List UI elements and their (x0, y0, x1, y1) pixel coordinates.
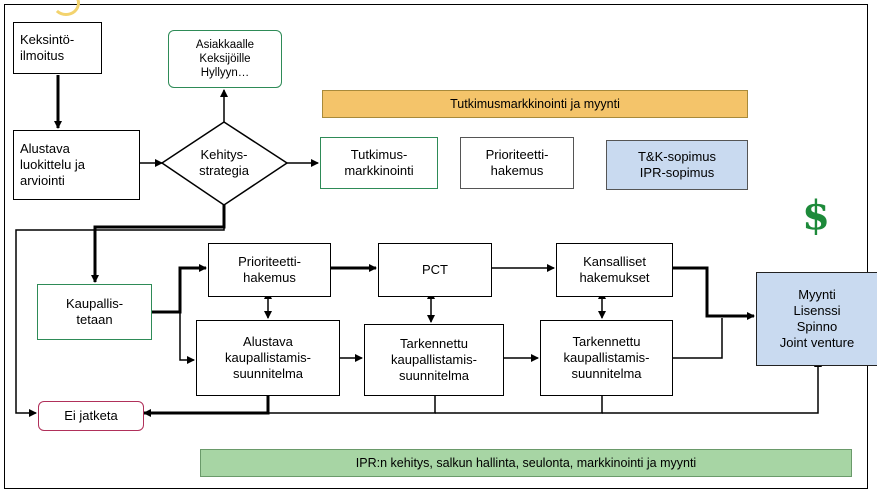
arrow-strategia-to-eijatketa (15, 205, 225, 417)
arrow-kaupallistetaan-to-alustava (179, 312, 195, 364)
node-tarkennettu-1: Tarkennettu kaupallistamis- suunnitelma (364, 324, 504, 396)
arrow-tarkennettu2-to-myynti (673, 318, 723, 359)
arrow-feedback-to-eijatketa (143, 396, 270, 417)
arrow-strategia-to-kaupallistetaan (91, 205, 226, 283)
strategy-diamond (160, 121, 289, 206)
node-asiakkaalle: Asiakkaalle Keksijöille Hyllyyn… (168, 30, 282, 88)
banner-ipr: IPR:n kehitys, salkun hallinta, seulonta… (200, 449, 852, 477)
dollar-icon: $ (802, 192, 830, 239)
arrow-kaupallistetaan-to-prioriteetti (152, 264, 207, 314)
arrow-kansalliset-to-myynti (673, 266, 755, 320)
logo-arc-icon (52, 0, 80, 16)
node-tutkimusmarkkinointi: Tutkimus- markkinointi (320, 137, 438, 189)
node-tk-sopimus: T&K-sopimus IPR-sopimus (606, 140, 748, 190)
line-tarkennettu2-feedback (435, 396, 603, 414)
node-tarkennettu-2: Tarkennettu kaupallistamis- suunnitelma (540, 320, 673, 396)
node-pct: PCT (378, 243, 492, 297)
node-ei-jatketa: Ei jatketa (38, 401, 144, 431)
node-prioriteetti: Prioriteetti- hakemus (208, 243, 331, 297)
banner-tutkimusmarkkinointi: Tutkimusmarkkinointi ja myynti (322, 90, 748, 118)
node-myynti: Myynti Lisenssi Spinno Joint venture (756, 272, 877, 366)
line-myynti-feedback (602, 359, 822, 414)
node-kehitysstrategia: Kehitys- strategia (199, 147, 249, 178)
node-alustava-kaupallistamis: Alustava kaupallistamis- suunnitelma (196, 320, 340, 396)
node-prioriteetti-top: Prioriteetti- hakemus (460, 137, 574, 189)
node-kansalliset: Kansalliset hakemukset (556, 243, 673, 297)
node-kaupallistetaan: Kaupallis- tetaan (37, 284, 152, 340)
node-alustava-luokittelu: Alustava luokittelu ja arviointi (13, 130, 140, 200)
node-keksinto: Keksintö- ilmoitus (13, 22, 102, 74)
line-tarkennettu1-feedback (268, 396, 436, 414)
